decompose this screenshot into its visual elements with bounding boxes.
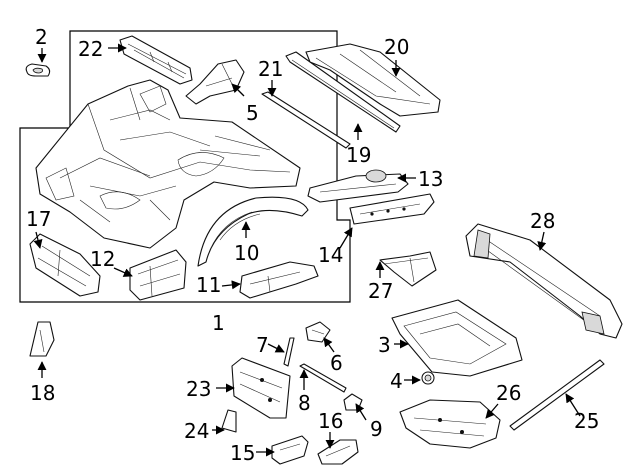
callout-18: 18: [30, 381, 55, 405]
callout-4: 4: [390, 369, 403, 393]
callout-13: 13: [418, 167, 443, 191]
part-27-mounting-bracket[interactable]: [379, 251, 437, 287]
part-1-rear-floor-pan[interactable]: [35, 79, 301, 249]
callout-20: 20: [384, 35, 409, 59]
part-10-wheelhouse[interactable]: [197, 196, 309, 267]
callout-labels: 1 2 3 4 5 6 7 8 9 10 11 12 13 14 15 16 1…: [26, 25, 599, 465]
assembly-group-outline: [19, 30, 351, 303]
leader-lines: [33, 43, 581, 457]
part-22-rear-bracket[interactable]: [119, 35, 193, 85]
part-17-bracket[interactable]: [29, 233, 101, 297]
callout-2: 2: [35, 25, 48, 49]
callout-11: 11: [196, 273, 221, 297]
part-3-spare-tire-well[interactable]: [391, 299, 523, 377]
part-25-strip[interactable]: [509, 359, 605, 431]
callout-15: 15: [230, 441, 255, 465]
callout-16: 16: [318, 409, 343, 433]
part-2-grommet[interactable]: [25, 63, 51, 77]
callout-25: 25: [574, 409, 599, 433]
callout-9: 9: [370, 417, 383, 441]
callout-21: 21: [258, 57, 283, 81]
part-20-crossmember[interactable]: [305, 43, 441, 117]
callout-3: 3: [378, 333, 391, 357]
callout-24: 24: [184, 419, 209, 443]
part-15-bracket[interactable]: [271, 435, 309, 465]
callout-5: 5: [246, 101, 259, 125]
part-14-sill-reinforcement[interactable]: [349, 193, 435, 225]
callout-1: 1: [212, 311, 225, 335]
callout-27: 27: [368, 279, 393, 303]
part-4-plug[interactable]: [421, 371, 435, 385]
part-23-panel[interactable]: [231, 357, 291, 419]
part-24-bracket[interactable]: [221, 409, 237, 433]
part-7-pin[interactable]: [283, 337, 295, 367]
part-28-bumper-reinforcement[interactable]: [465, 223, 623, 339]
callout-10: 10: [234, 241, 259, 265]
callout-19: 19: [346, 143, 371, 167]
part-21-rail[interactable]: [261, 91, 351, 149]
part-12-panel[interactable]: [129, 249, 187, 301]
part-5-bracket[interactable]: [185, 59, 245, 105]
callout-23: 23: [186, 377, 211, 401]
callout-28: 28: [530, 209, 555, 233]
part-6-clip[interactable]: [305, 321, 331, 343]
callout-22: 22: [78, 37, 103, 61]
callout-12: 12: [90, 247, 115, 271]
part-9-clip[interactable]: [343, 393, 363, 411]
callout-7: 7: [256, 333, 269, 357]
part-13-crossmember[interactable]: [307, 169, 409, 203]
callout-14: 14: [318, 243, 343, 267]
part-18-bracket[interactable]: [29, 321, 55, 357]
part-26-protector-plate[interactable]: [399, 399, 501, 449]
callout-6: 6: [330, 351, 343, 375]
part-16-bracket[interactable]: [317, 439, 359, 465]
callout-17: 17: [26, 207, 51, 231]
part-11-bracket[interactable]: [239, 261, 319, 299]
part-19-reinforcement[interactable]: [285, 51, 401, 133]
callout-26: 26: [496, 381, 521, 405]
callout-8: 8: [298, 391, 311, 415]
part-8-rod[interactable]: [299, 363, 347, 393]
